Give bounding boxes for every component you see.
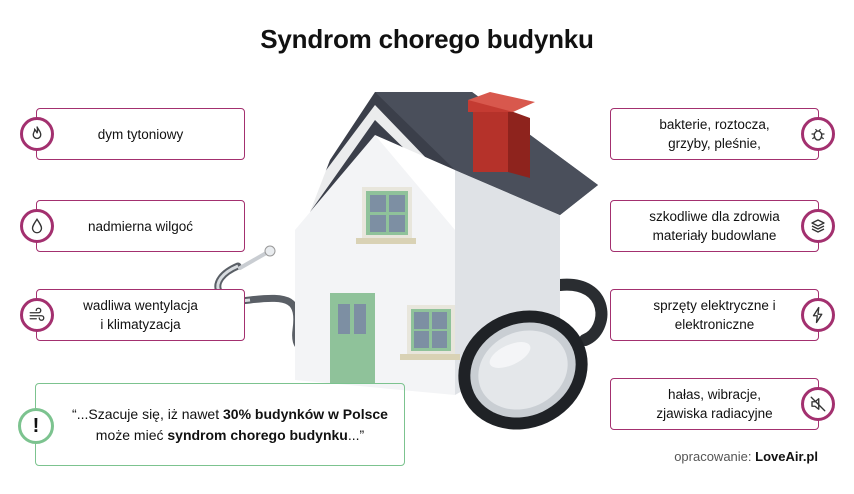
factor-label-line1: bakterie, roztocza, bbox=[659, 117, 770, 132]
quote-part3: ...” bbox=[347, 426, 365, 443]
factor-label-line1: sprzęty elektryczne i bbox=[653, 298, 776, 313]
factor-label: nadmierna wilgoć bbox=[87, 218, 194, 234]
credit-source: LoveAir.pl bbox=[755, 449, 818, 464]
factor-label-line2: i klimatyzacja bbox=[100, 317, 181, 332]
factor-card-smoke: dym tytoniowy bbox=[36, 108, 245, 160]
factor-label-line2: zjawiska radiacyjne bbox=[656, 406, 773, 421]
speaker-mute-icon bbox=[801, 387, 835, 421]
factor-label-line1: szkodliwe dla zdrowia bbox=[649, 209, 780, 224]
factor-label-line1: hałas, wibracje, bbox=[667, 387, 762, 402]
exclamation-glyph: ! bbox=[32, 414, 40, 437]
bug-icon bbox=[801, 117, 835, 151]
factor-card-ventilation: wadliwa wentylacja i klimatyzacja bbox=[36, 289, 245, 341]
quote-part2: może mieć bbox=[95, 426, 168, 443]
factor-card-materials: szkodliwe dla zdrowia materiały budowlan… bbox=[610, 200, 819, 252]
quote-part1: “...Szacuje się, iż nawet bbox=[72, 405, 223, 422]
exclamation-icon: ! bbox=[18, 408, 54, 444]
flame-icon bbox=[20, 117, 54, 151]
factor-label-line2: materiały budowlane bbox=[652, 228, 777, 243]
factor-label: dym tytoniowy bbox=[97, 126, 184, 142]
source-credit: opracowanie: LoveAir.pl bbox=[674, 449, 818, 464]
quote-text: “...Szacuje się, iż nawet 30% budynków w… bbox=[72, 404, 388, 446]
lightning-icon bbox=[801, 298, 835, 332]
factor-card-noise: hałas, wibracje, zjawiska radiacyjne bbox=[610, 378, 819, 430]
factor-label-line1: wadliwa wentylacja bbox=[83, 298, 198, 313]
factor-label-line2: grzyby, pleśnie, bbox=[668, 136, 761, 151]
quote-bold2: syndrom chorego budynku bbox=[167, 426, 348, 443]
credit-label: opracowanie: bbox=[674, 449, 756, 464]
factor-card-humidity: nadmierna wilgoć bbox=[36, 200, 245, 252]
page-title: Syndrom chorego budynku bbox=[260, 24, 594, 54]
droplet-icon bbox=[20, 209, 54, 243]
quote-bold: 30% budynków w Polsce bbox=[223, 405, 388, 422]
wind-icon bbox=[20, 298, 54, 332]
quote-box: “...Szacuje się, iż nawet 30% budynków w… bbox=[35, 383, 405, 466]
factor-label-line2: elektroniczne bbox=[674, 317, 755, 332]
factor-card-bacteria: bakterie, roztocza, grzyby, pleśnie, bbox=[610, 108, 819, 160]
factor-card-electronics: sprzęty elektryczne i elektroniczne bbox=[610, 289, 819, 341]
layers-icon bbox=[801, 209, 835, 243]
